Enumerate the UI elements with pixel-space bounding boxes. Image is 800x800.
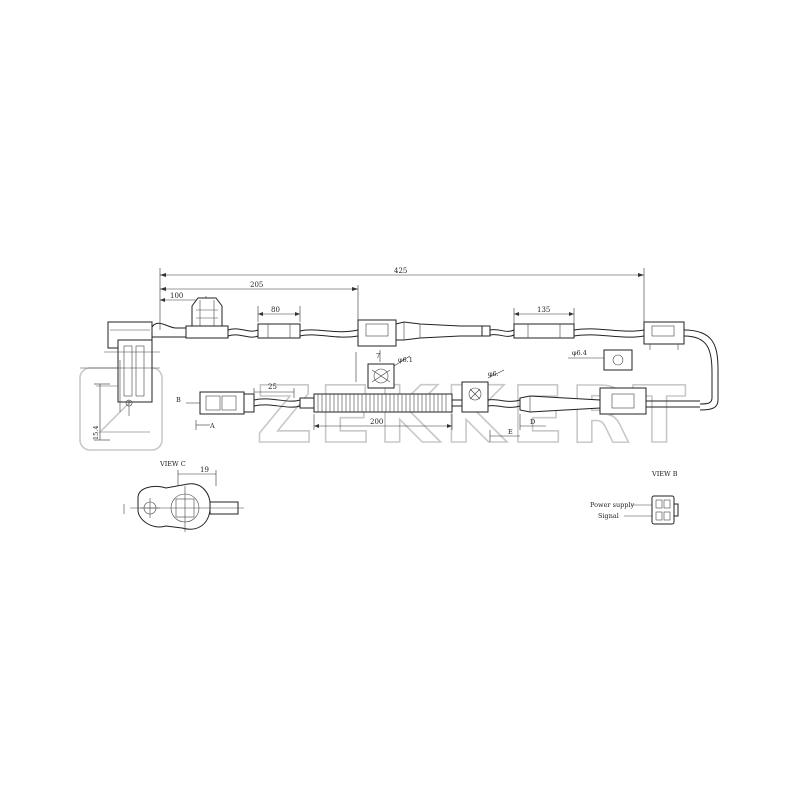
- lower-cable: B A 25 200: [176, 369, 700, 442]
- upper-cable: 15.4: [80, 297, 719, 441]
- sensor-head: [80, 321, 160, 416]
- connector-face: [651, 495, 675, 525]
- pin-power-label: Power supply: [590, 501, 635, 509]
- dim-15-4-label: 15.4: [92, 426, 100, 440]
- dimension-200: 200: [313, 414, 453, 430]
- marker-a: A: [209, 422, 215, 430]
- cable-boot: [395, 321, 483, 341]
- dim-19-label: 19: [200, 466, 209, 474]
- dimension-80: 80: [257, 306, 301, 322]
- corrugated-tube: [313, 393, 453, 413]
- dimension-135: 135: [513, 306, 575, 324]
- pin-signal-label: Signal: [598, 512, 619, 520]
- sleeve-80: [257, 323, 301, 339]
- dim-25-label: 25: [268, 383, 277, 391]
- dimension-6-4: φ6.4: [568, 349, 633, 371]
- marker-d: D: [530, 418, 535, 426]
- grommet-bracket: [357, 319, 397, 347]
- dim-200-label: 200: [370, 418, 383, 426]
- view-c: VIEW C 19: [123, 460, 244, 532]
- dim-100-label: 100: [170, 292, 183, 300]
- view-c-label: VIEW C: [159, 460, 186, 468]
- dim-205-label: 205: [250, 281, 263, 289]
- marker-e: E: [508, 428, 513, 436]
- dim-425-label: 425: [394, 267, 407, 275]
- dimension-d: D: [519, 414, 546, 430]
- marker-b: B: [176, 396, 181, 404]
- dimension-e: E: [489, 428, 520, 442]
- dimension-15-4: 15.4: [92, 383, 110, 441]
- dim-6-1-label: φ6.1: [398, 356, 413, 364]
- grommet-detail: 7 φ6.1: [355, 350, 413, 389]
- lower-grommet: φ6.: [461, 369, 505, 413]
- dim-6-4-label: φ6.4: [572, 349, 587, 357]
- view-b-label: VIEW B: [651, 470, 678, 478]
- connector: [186, 391, 255, 415]
- dimension-25: 25: [253, 383, 295, 398]
- cable-clip: [185, 297, 229, 339]
- view-b: VIEW B Power supply Signal: [590, 470, 679, 525]
- dim-6-x-label: φ6.: [488, 370, 499, 378]
- dim-135-label: 135: [537, 306, 550, 314]
- right-bracket: [643, 321, 685, 350]
- dim-80-label: 80: [271, 306, 280, 314]
- lower-right-bracket: [599, 387, 700, 415]
- dim-7-label: 7: [376, 352, 380, 360]
- sleeve-135: [513, 323, 575, 339]
- dimension-425: 425: [159, 267, 645, 330]
- dimension-205: 205: [160, 281, 359, 322]
